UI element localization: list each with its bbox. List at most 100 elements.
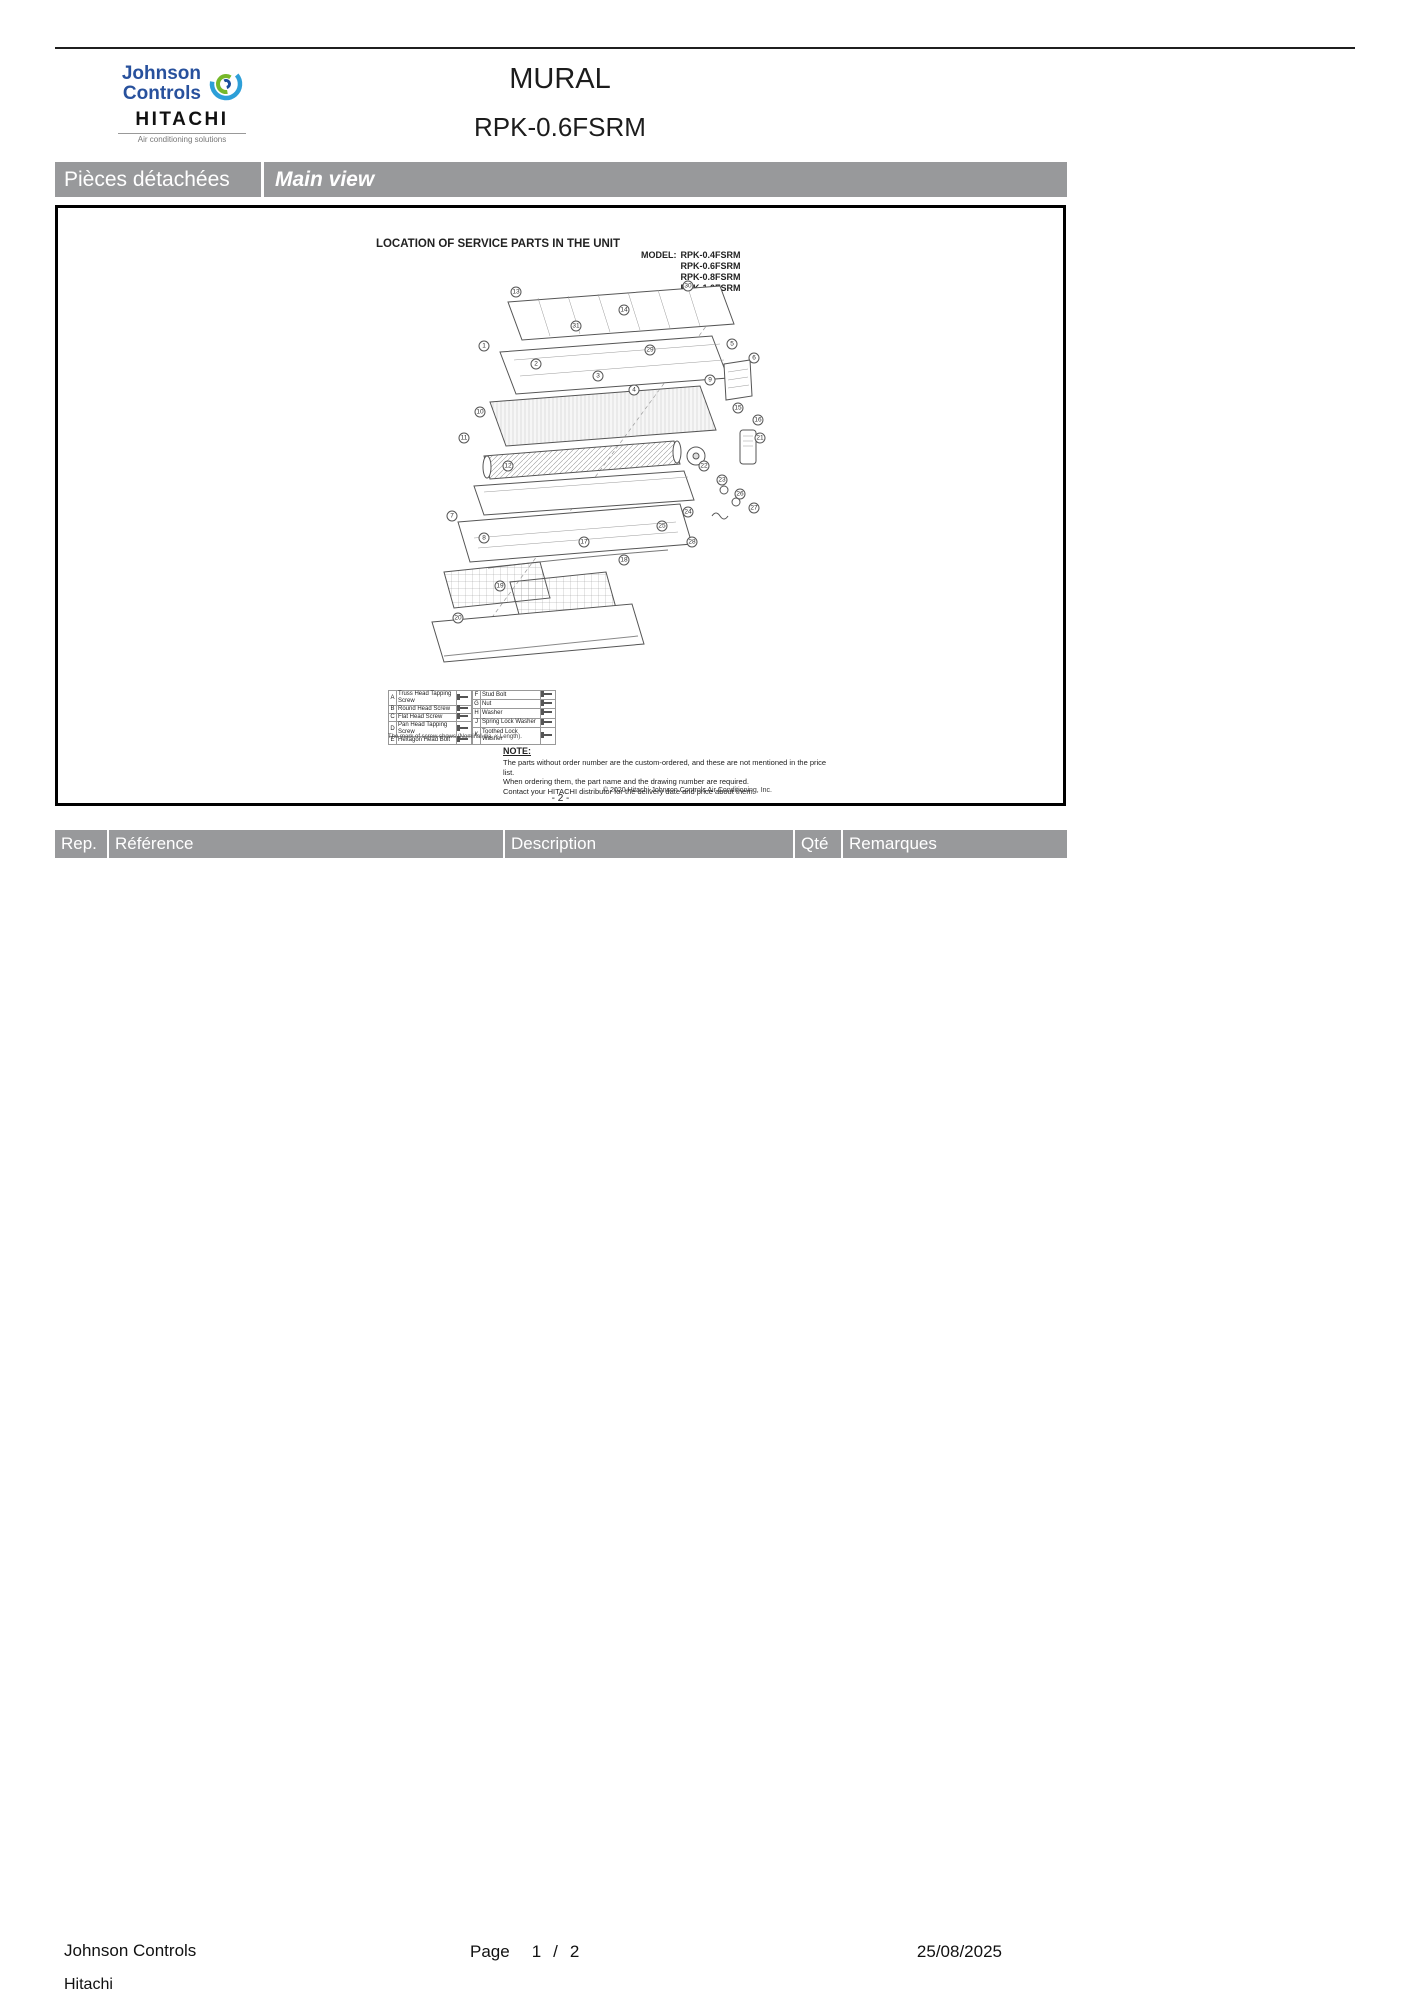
main-view-box: LOCATION OF SERVICE PARTS IN THE UNIT MO… (55, 205, 1066, 806)
note-line: When ordering them, the part name and th… (503, 777, 749, 786)
doc-title: MURAL (509, 63, 611, 95)
column-divider (107, 830, 109, 858)
callout-16: 16 (752, 414, 764, 426)
callout-28: 28 (686, 536, 698, 548)
screw-symbol-icon (457, 705, 468, 712)
column-divider (793, 830, 795, 858)
column-qty: Qté (795, 830, 841, 858)
note-block: NOTE: The parts without order number are… (503, 746, 838, 796)
logo-johnson: Johnson (121, 63, 201, 84)
column-rep: Rep. (55, 830, 107, 858)
screw-symbol-icon (541, 709, 552, 716)
callout-24: 24 (682, 506, 694, 518)
parts-table-header: Rep. Référence Description Qté Remarques (55, 830, 1067, 858)
callout-20: 20 (452, 612, 464, 624)
callout-22: 22 (698, 460, 710, 472)
note-line: The parts without order number are the c… (503, 758, 827, 777)
johnson-controls-logo: Johnson Controls HITACHI Air conditionin… (118, 64, 246, 144)
section-bar: Pièces détachées Main view (55, 162, 1067, 197)
diagram-title: LOCATION OF SERVICE PARTS IN THE UNIT (375, 238, 621, 250)
callout-6: 6 (748, 352, 760, 364)
section-bar-divider (261, 162, 264, 197)
column-remarks: Remarques (843, 830, 1067, 858)
callout-3: 3 (592, 370, 604, 382)
model-item: RPK-0.6FSRM (680, 261, 741, 271)
callout-9: 9 (704, 374, 716, 386)
footer-company: Johnson Controls (64, 1941, 197, 1960)
logo-controls: Controls (122, 83, 201, 104)
callout-4: 4 (628, 384, 640, 396)
hitachi-tagline: Air conditioning solutions (118, 133, 246, 144)
callout-11: 11 (458, 432, 470, 444)
callout-10: 10 (474, 406, 486, 418)
model-item: RPK-0.4FSRM (680, 250, 741, 260)
footer-page-label: Page (470, 1942, 510, 1961)
model-item: RPK-0.8FSRM (680, 272, 741, 282)
note-line: Contact your HITACHI distributor for the… (503, 786, 755, 796)
callout-17: 17 (578, 536, 590, 548)
callout-25: 25 (656, 520, 668, 532)
jc-swirl-icon (209, 67, 243, 101)
column-divider (841, 830, 843, 858)
footer-page-separator: / (553, 1942, 558, 1961)
screw-symbol-icon (541, 731, 552, 738)
screw-symbol-icon (541, 691, 552, 698)
legend-footnote: The mark of screw shows (Nominal dia. × … (388, 734, 522, 740)
model-label: MODEL: (641, 250, 677, 260)
callout-21: 21 (754, 432, 766, 444)
callout-30: 30 (682, 280, 694, 292)
callout-29: 29 (644, 344, 656, 356)
note-title: NOTE: (503, 746, 531, 756)
diagram-page-marker: - 2 - (551, 793, 570, 804)
footer-page-total: 2 (569, 1942, 580, 1961)
callout-27: 27 (748, 502, 760, 514)
callout-18: 18 (618, 554, 630, 566)
callout-8: 8 (478, 532, 490, 544)
exploded-diagram-art (431, 285, 757, 663)
footer-company-line2: Hitachi (64, 1976, 113, 1993)
callout-13: 13 (510, 286, 522, 298)
screw-symbol-icon (541, 718, 552, 725)
footer-page-current: 1 (531, 1942, 542, 1961)
column-description: Description (505, 830, 793, 858)
callout-12: 12 (502, 460, 514, 472)
top-rule (55, 47, 1355, 49)
view-title: Main view (264, 162, 1067, 197)
callout-2: 2 (530, 358, 542, 370)
callout-23: 23 (716, 474, 728, 486)
callout-26: 26 (734, 488, 746, 500)
callout-31: 31 (570, 320, 582, 332)
callout-15: 15 (732, 402, 744, 414)
screw-symbol-icon (457, 693, 468, 700)
hitachi-wordmark: HITACHI (135, 109, 229, 130)
column-reference: Référence (109, 830, 503, 858)
screw-symbol-icon (457, 724, 468, 731)
callout-19: 19 (494, 580, 506, 592)
section-title: Pièces détachées (55, 162, 261, 197)
callout-7: 7 (446, 510, 458, 522)
doc-subtitle: RPK-0.6FSRM (474, 112, 646, 142)
screw-symbol-icon (457, 713, 468, 720)
callout-14: 14 (618, 304, 630, 316)
column-divider (503, 830, 505, 858)
note-lines: The parts without order number are the c… (503, 758, 838, 796)
callout-5: 5 (726, 338, 738, 350)
footer-date: 25/08/2025 (916, 1942, 1002, 1961)
footer-page-indicator: Page 1 / 2 (470, 1942, 579, 1962)
callout-1: 1 (478, 340, 490, 352)
screw-symbol-icon (457, 736, 468, 743)
